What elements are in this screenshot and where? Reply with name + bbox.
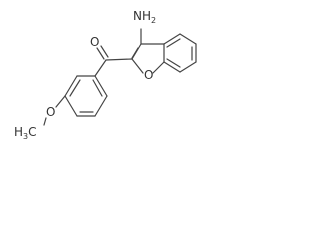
carbonyl-group [94, 45, 133, 77]
bond [64, 75, 78, 97]
methoxy-bond [55, 95, 66, 108]
aromatic-inner-bond [92, 79, 103, 97]
methoxyphenyl-ring [64, 75, 108, 117]
chemical-structure-diagram: NH2 O O O H3C [14, 9, 197, 141]
bond [94, 59, 107, 77]
methoxy-oxygen-label: O [46, 105, 55, 119]
aromatic-inner-bond [69, 79, 81, 97]
amine-label: NH2 [133, 9, 156, 25]
bond [152, 61, 165, 74]
carbonyl-oxygen-label: O [90, 35, 99, 49]
carbonyl-double-bond [96, 47, 105, 60]
aromatic-inner-bond [166, 38, 181, 48]
bond [131, 58, 144, 74]
amine-label-main: NH [133, 9, 151, 23]
amine-label-subscript: 2 [151, 16, 156, 25]
benzene-ring-of-benzofuran [163, 33, 197, 73]
methyl-label: H3C [14, 125, 37, 141]
methoxy-bond [43, 117, 47, 126]
bond [179, 61, 197, 73]
methyl-label-subscript: 3 [23, 132, 28, 141]
bond [179, 33, 197, 45]
bond [94, 95, 108, 117]
bond [64, 95, 78, 117]
bond [163, 33, 181, 45]
methyl-label-suffix: C [28, 125, 36, 139]
furan-ring-of-benzofuran [131, 43, 165, 74]
methyl-label-prefix: H [14, 125, 23, 139]
bond [105, 58, 133, 61]
bond [163, 61, 181, 73]
aromatic-inner-bond [131, 47, 139, 59]
bond [94, 75, 108, 97]
furan-oxygen-label: O [144, 68, 153, 82]
aromatic-inner-bond [166, 58, 181, 68]
carbonyl-double-bond [100, 45, 109, 58]
